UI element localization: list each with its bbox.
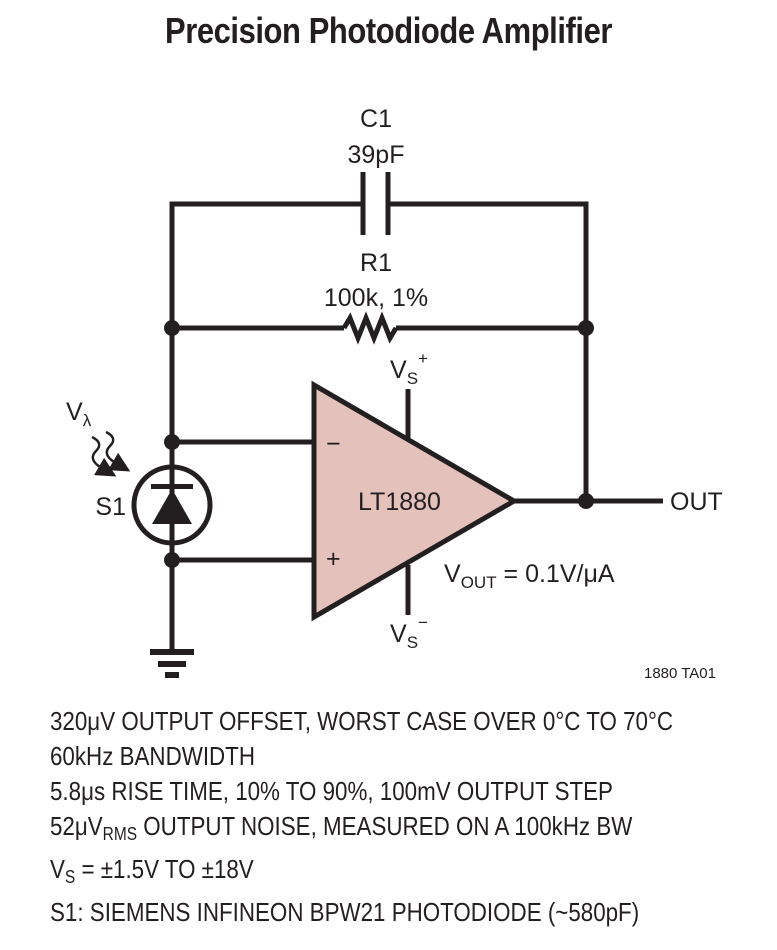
figure-id: 1880 TA01	[644, 665, 716, 682]
note-line: 5.8μs RISE TIME, 10% TO 90%, 100mV OUTPU…	[50, 776, 613, 806]
ground-icon	[150, 649, 194, 678]
junction-dot	[164, 552, 180, 568]
note-line: 60kHz BANDWIDTH	[50, 741, 255, 771]
supply-positive-label: VS+	[390, 349, 428, 388]
opamp-part-number: LT1880	[358, 488, 441, 516]
inverting-input-symbol: −	[326, 430, 341, 458]
light-label: Vλ	[66, 398, 92, 430]
junctions	[164, 320, 594, 568]
opamp-symbol	[311, 380, 519, 622]
resistor-zigzag	[341, 311, 399, 345]
photodiode-ref: S1	[95, 493, 126, 521]
note-line: VS = ±1.5V TO ±18V	[50, 854, 254, 887]
capacitor-ref: C1	[360, 105, 392, 133]
page-title: Precision Photodiode Amplifier	[165, 10, 612, 51]
note-line: 52μVRMS OUTPUT NOISE, MEASURED ON A 100k…	[50, 811, 633, 844]
resistor-value: 100k, 1%	[324, 284, 428, 312]
junction-dot	[164, 320, 180, 336]
wire-cap-right	[390, 201, 589, 328]
junction-dot	[578, 493, 594, 509]
schematic: C1 39pF R1 100k, 1% Vλ S1 − + LT1880 VS+…	[66, 105, 723, 682]
light-rays-icon	[91, 430, 131, 477]
note-line: 320μV OUTPUT OFFSET, WORST CASE OVER 0°C…	[50, 706, 674, 736]
gain-equation: VOUT = 0.1V/μA	[444, 560, 615, 592]
supply-negative-label: VS−	[390, 613, 428, 652]
wire-cap-left	[169, 201, 363, 328]
capacitor-value: 39pF	[348, 141, 405, 169]
note-line: S1: SIEMENS INFINEON BPW21 PHOTODIODE (~…	[50, 897, 640, 927]
junction-dot	[164, 434, 180, 450]
photodiode-icon	[131, 464, 213, 546]
output-label: OUT	[670, 488, 723, 516]
noninverting-input-symbol: +	[326, 545, 341, 573]
spec-notes: 320μV OUTPUT OFFSET, WORST CASE OVER 0°C…	[50, 704, 673, 930]
resistor-ref: R1	[360, 249, 392, 277]
junction-dot	[578, 320, 594, 336]
